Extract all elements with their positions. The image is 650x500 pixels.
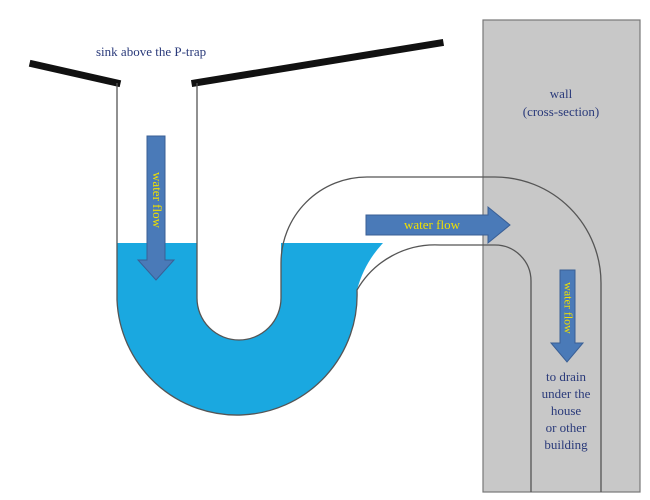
- drain-label-line2: under the: [542, 386, 591, 401]
- wall-label-line2: (cross-section): [523, 104, 600, 119]
- drain-label-line5: building: [544, 437, 588, 452]
- flow-label-down: water flow: [150, 172, 165, 229]
- drain-label: to drain under the house or other buildi…: [542, 369, 591, 452]
- flow-label-right: water flow: [404, 217, 461, 232]
- sink-edge-right: [190, 38, 445, 88]
- water-in-trap: [117, 243, 383, 416]
- wall-label-line1: wall: [550, 86, 573, 101]
- drain-label-line3: house: [551, 403, 582, 418]
- drain-label-line1: to drain: [546, 369, 587, 384]
- flow-label-drain: water flow: [561, 282, 575, 334]
- wall: [482, 19, 641, 493]
- arrow-down-sink: [136, 135, 176, 281]
- drain-label-line4: or other: [546, 420, 587, 435]
- arrow-right-pipe: [365, 205, 511, 245]
- sink-edge-left: [28, 59, 122, 88]
- arrow-down-drain: [549, 269, 585, 363]
- pipe-outline: [116, 83, 602, 492]
- sink-label: sink above the P-trap: [96, 44, 206, 59]
